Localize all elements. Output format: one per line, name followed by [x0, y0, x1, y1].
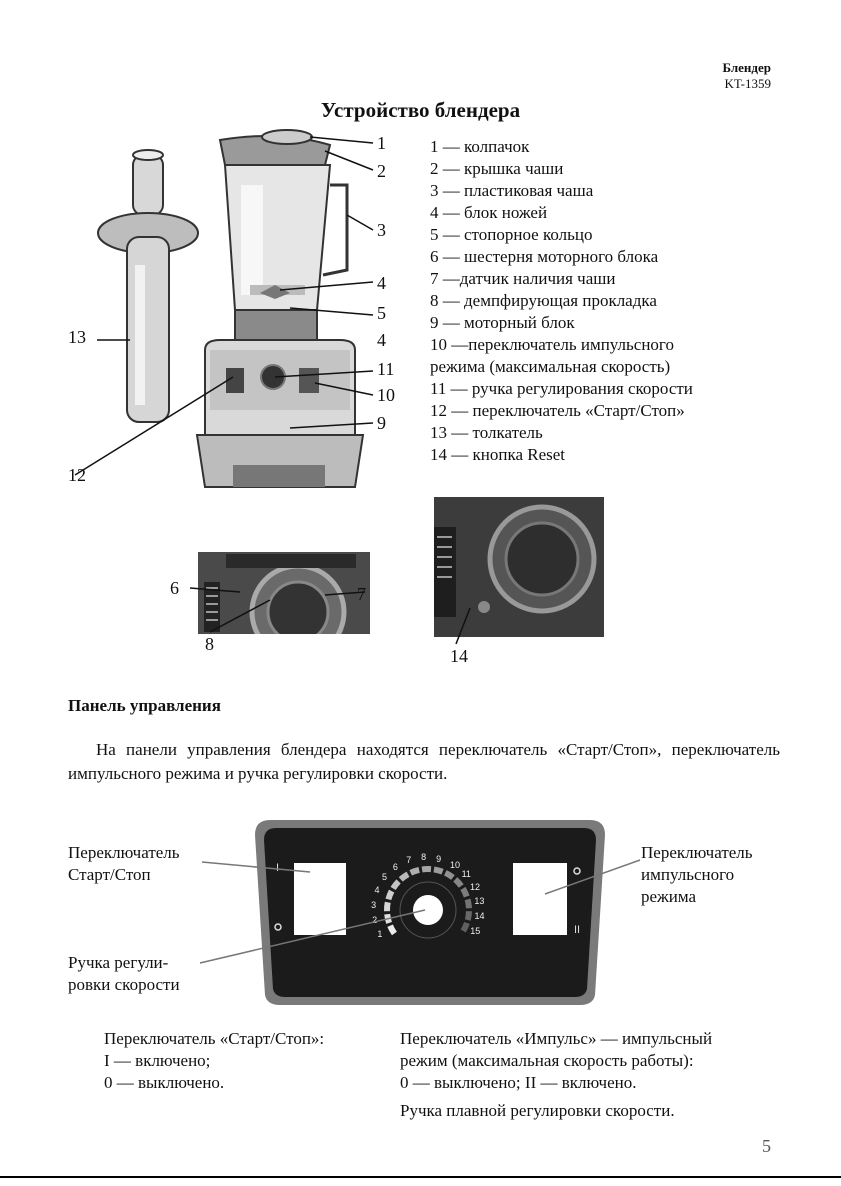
- start-stop-note: Переключатель «Старт/Стоп»: I — включено…: [104, 1029, 325, 1092]
- speed-dial-arcs: [384, 866, 472, 936]
- dial-segment: [460, 921, 470, 933]
- speed-dial-scale: 1 2 3 4 5 6 7 8 9 10 11 12 13 14 15: [250, 815, 610, 1010]
- callout-11: 11: [377, 359, 395, 379]
- section-heading: Панель управления: [68, 696, 221, 715]
- dial-segment: [384, 901, 391, 912]
- dial-number: 10: [449, 859, 460, 870]
- dial-number: 9: [436, 853, 442, 864]
- callout-12: 12: [68, 465, 86, 485]
- callout-3: 3: [377, 220, 386, 240]
- legend-item: 10 —переключатель импульсного: [430, 335, 674, 354]
- dial-segment: [433, 866, 444, 875]
- legend-item: 5 — стопорное кольцо: [430, 225, 593, 244]
- legend-item: 8 — демпфирующая прокладка: [430, 291, 657, 310]
- page-number: 5: [762, 1136, 771, 1156]
- dial-number: 8: [421, 852, 427, 863]
- legend-item: 2 — крышка чаши: [430, 159, 564, 178]
- dial-segment: [385, 889, 395, 901]
- dial-segment: [460, 886, 470, 898]
- motor-base-illustration: [195, 309, 365, 488]
- tamper-illustration: [97, 149, 199, 423]
- dial-number: 12: [469, 881, 480, 892]
- callout-4b: 4: [377, 330, 386, 350]
- callout-6: 6: [170, 578, 179, 598]
- legend-item: режима (максимальная скорость): [430, 357, 671, 376]
- dial-number: 5: [381, 872, 387, 883]
- legend-item: 3 — пластиковая чаша: [430, 181, 594, 200]
- gear-photo-leaders: [189, 587, 366, 633]
- callout-14: 14: [450, 646, 468, 666]
- callout-4a: 4: [377, 273, 386, 293]
- start-stop-mark-top: I: [276, 862, 280, 874]
- dial-segment: [443, 870, 455, 880]
- legend-item: 14 — кнопка Reset: [430, 445, 566, 464]
- bottom-rule: [0, 1176, 841, 1178]
- model-label: KT-1359: [724, 76, 771, 91]
- section-paragraph: На панели управления блендера находятся …: [68, 740, 780, 783]
- callout-5: 5: [377, 303, 386, 323]
- start-stop-switch: [294, 863, 346, 935]
- legend-item: 4 — блок ножей: [430, 203, 548, 222]
- dial-number: 11: [461, 869, 471, 880]
- dial-number: 13: [474, 896, 485, 907]
- control-panel-drawing: [255, 820, 605, 1005]
- dial-segment: [409, 867, 420, 876]
- pulse-switch: [513, 863, 567, 935]
- legend-item: 7 —датчик наличия чаши: [430, 269, 616, 288]
- dial-number: 4: [374, 885, 380, 896]
- page-title: Устройство блендера: [320, 98, 521, 122]
- callout-10: 10: [377, 385, 395, 405]
- dial-number: 6: [392, 861, 398, 872]
- dial-segment: [398, 871, 410, 882]
- legend-item: 11 — ручка регулирования скорости: [430, 379, 693, 398]
- legend-item: 9 — моторный блок: [430, 313, 575, 332]
- callout-13: 13: [68, 327, 86, 347]
- dial-segment: [464, 911, 472, 921]
- dial-number: 15: [470, 925, 481, 936]
- legend-item: 6 — шестерня моторного блока: [430, 247, 659, 266]
- callout-7: 7: [357, 584, 366, 604]
- callout-1: 1: [377, 133, 386, 153]
- pulse-label: Переключатель импульсного режима: [641, 843, 753, 906]
- dial-number: 3: [371, 899, 377, 910]
- reset-photo: [434, 497, 604, 637]
- callout-8: 8: [205, 634, 214, 654]
- panel-leaders: [199, 859, 641, 964]
- dial-number: 14: [474, 911, 485, 922]
- blender-diagram: [74, 129, 374, 488]
- dial-number: 1: [377, 929, 383, 939]
- brand-label: Блендер: [722, 60, 771, 75]
- dial-segment: [390, 879, 401, 891]
- pulse-mark-bottom: II: [574, 924, 581, 936]
- jar-illustration: [218, 129, 349, 311]
- legend-item: 13 — толкатель: [430, 423, 543, 442]
- dial-number: 2: [372, 914, 378, 925]
- callout-9: 9: [377, 413, 386, 433]
- knob-label: Ручка регули- ровки скорости: [68, 953, 180, 994]
- start-stop-label: Переключатель Старт/Стоп: [68, 843, 180, 884]
- legend-item: 1 — колпачок: [430, 137, 530, 156]
- parts-legend: 1 — колпачок 2 — крышка чаши 3 — пластик…: [430, 136, 693, 466]
- reset-photo-leader: [455, 607, 471, 645]
- legend-item: 12 — переключатель «Старт/Стоп»: [430, 401, 685, 420]
- dial-number: 7: [406, 854, 412, 865]
- gear-photo: [198, 552, 370, 634]
- dial-segment: [387, 924, 397, 936]
- dial-segment: [464, 898, 472, 909]
- dial-segment: [453, 877, 464, 888]
- pulse-note: Переключатель «Импульс» — импульсный реж…: [400, 1029, 713, 1120]
- callout-2: 2: [377, 161, 386, 181]
